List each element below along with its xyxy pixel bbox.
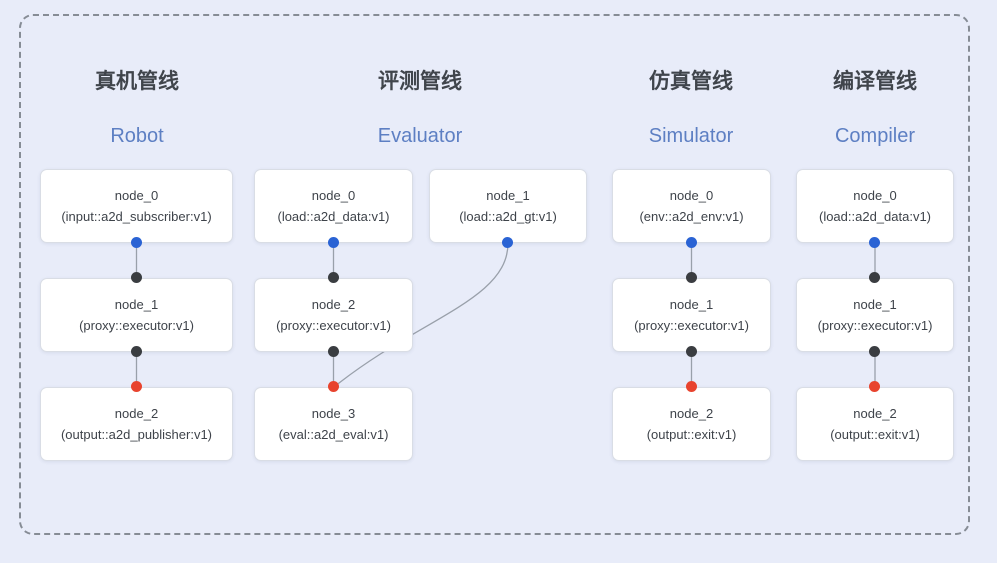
node-name: node_2 xyxy=(311,297,356,312)
output-port-dot xyxy=(502,237,513,248)
input-port-dot xyxy=(328,272,339,283)
node-type: (proxy::executor:v1) xyxy=(79,318,194,333)
pipeline-title-en-simulator: Simulator xyxy=(648,125,734,147)
node-box-evaluator-2: node_2 (proxy::executor:v1) xyxy=(254,278,413,352)
input-port-dot xyxy=(869,381,880,392)
node-name: node_1 xyxy=(669,297,714,312)
node-name: node_3 xyxy=(311,406,356,421)
node-name: node_1 xyxy=(853,297,897,312)
dashed-frame xyxy=(19,14,970,535)
node-type: (load::a2d_gt:v1) xyxy=(459,209,557,224)
output-port-dot xyxy=(131,237,142,248)
node-box-compiler-0: node_0 (load::a2d_data:v1) xyxy=(796,169,954,243)
node-name: node_1 xyxy=(486,188,530,203)
pipeline-title-cn-robot: 真机管线 xyxy=(95,70,179,93)
node-box-robot-2: node_2 (output::a2d_publisher:v1) xyxy=(40,387,233,461)
node-box-evaluator-3: node_3 (eval::a2d_eval:v1) xyxy=(254,387,413,461)
input-port-dot xyxy=(686,272,697,283)
node-type: (load::a2d_data:v1) xyxy=(818,209,932,224)
node-box-simulator-2: node_2 (output::exit:v1) xyxy=(612,387,771,461)
pipeline-title-en-evaluator: Evaluator xyxy=(377,125,463,147)
node-name: node_0 xyxy=(311,188,356,203)
node-box-compiler-2: node_2 (output::exit:v1) xyxy=(796,387,954,461)
output-port-dot xyxy=(131,346,142,357)
node-name: node_0 xyxy=(669,188,714,203)
node-name: node_2 xyxy=(669,406,714,421)
node-type: (input::a2d_subscriber:v1) xyxy=(61,209,212,224)
node-type: (proxy::executor:v1) xyxy=(817,318,933,333)
node-name: node_0 xyxy=(114,188,159,203)
output-port-dot xyxy=(328,237,339,248)
node-type: (proxy::executor:v1) xyxy=(276,318,391,333)
node-type: (env::a2d_env:v1) xyxy=(639,209,744,224)
node-box-compiler-1: node_1 (proxy::executor:v1) xyxy=(796,278,954,352)
output-port-dot xyxy=(869,237,880,248)
output-port-dot xyxy=(328,346,339,357)
pipeline-title-cn-simulator: 仿真管线 xyxy=(649,70,733,93)
output-port-dot xyxy=(686,346,697,357)
input-port-dot xyxy=(869,272,880,283)
node-box-simulator-0: node_0 (env::a2d_env:v1) xyxy=(612,169,771,243)
node-box-simulator-1: node_1 (proxy::executor:v1) xyxy=(612,278,771,352)
node-box-evaluator-1: node_1 (load::a2d_gt:v1) xyxy=(429,169,587,243)
pipeline-title-cn-evaluator: 评测管线 xyxy=(378,70,462,93)
node-type: (output::a2d_publisher:v1) xyxy=(60,427,213,442)
pipeline-title-en-compiler: Compiler xyxy=(834,125,916,147)
node-name: node_2 xyxy=(114,406,159,421)
node-type: (proxy::executor:v1) xyxy=(634,318,749,333)
node-box-robot-1: node_1 (proxy::executor:v1) xyxy=(40,278,233,352)
pipeline-title-en-robot: Robot xyxy=(110,125,164,147)
pipeline-title-cn-compiler: 编译管线 xyxy=(833,70,917,93)
node-name: node_0 xyxy=(853,188,897,203)
gt-to-eval-curve xyxy=(333,242,509,388)
input-port-dot xyxy=(131,272,142,283)
node-type: (load::a2d_data:v1) xyxy=(277,209,390,224)
output-port-dot xyxy=(686,237,697,248)
node-box-robot-0: node_0 (input::a2d_subscriber:v1) xyxy=(40,169,233,243)
input-port-dot xyxy=(328,381,339,392)
node-name: node_2 xyxy=(853,406,897,421)
input-port-dot xyxy=(686,381,697,392)
input-port-dot xyxy=(131,381,142,392)
node-type: (output::exit:v1) xyxy=(646,427,737,442)
node-type: (output::exit:v1) xyxy=(830,427,920,442)
node-box-evaluator-0: node_0 (load::a2d_data:v1) xyxy=(254,169,413,243)
output-port-dot xyxy=(869,346,880,357)
vertical-connectors xyxy=(135,243,876,387)
node-name: node_1 xyxy=(114,297,159,312)
node-type: (eval::a2d_eval:v1) xyxy=(278,427,389,442)
